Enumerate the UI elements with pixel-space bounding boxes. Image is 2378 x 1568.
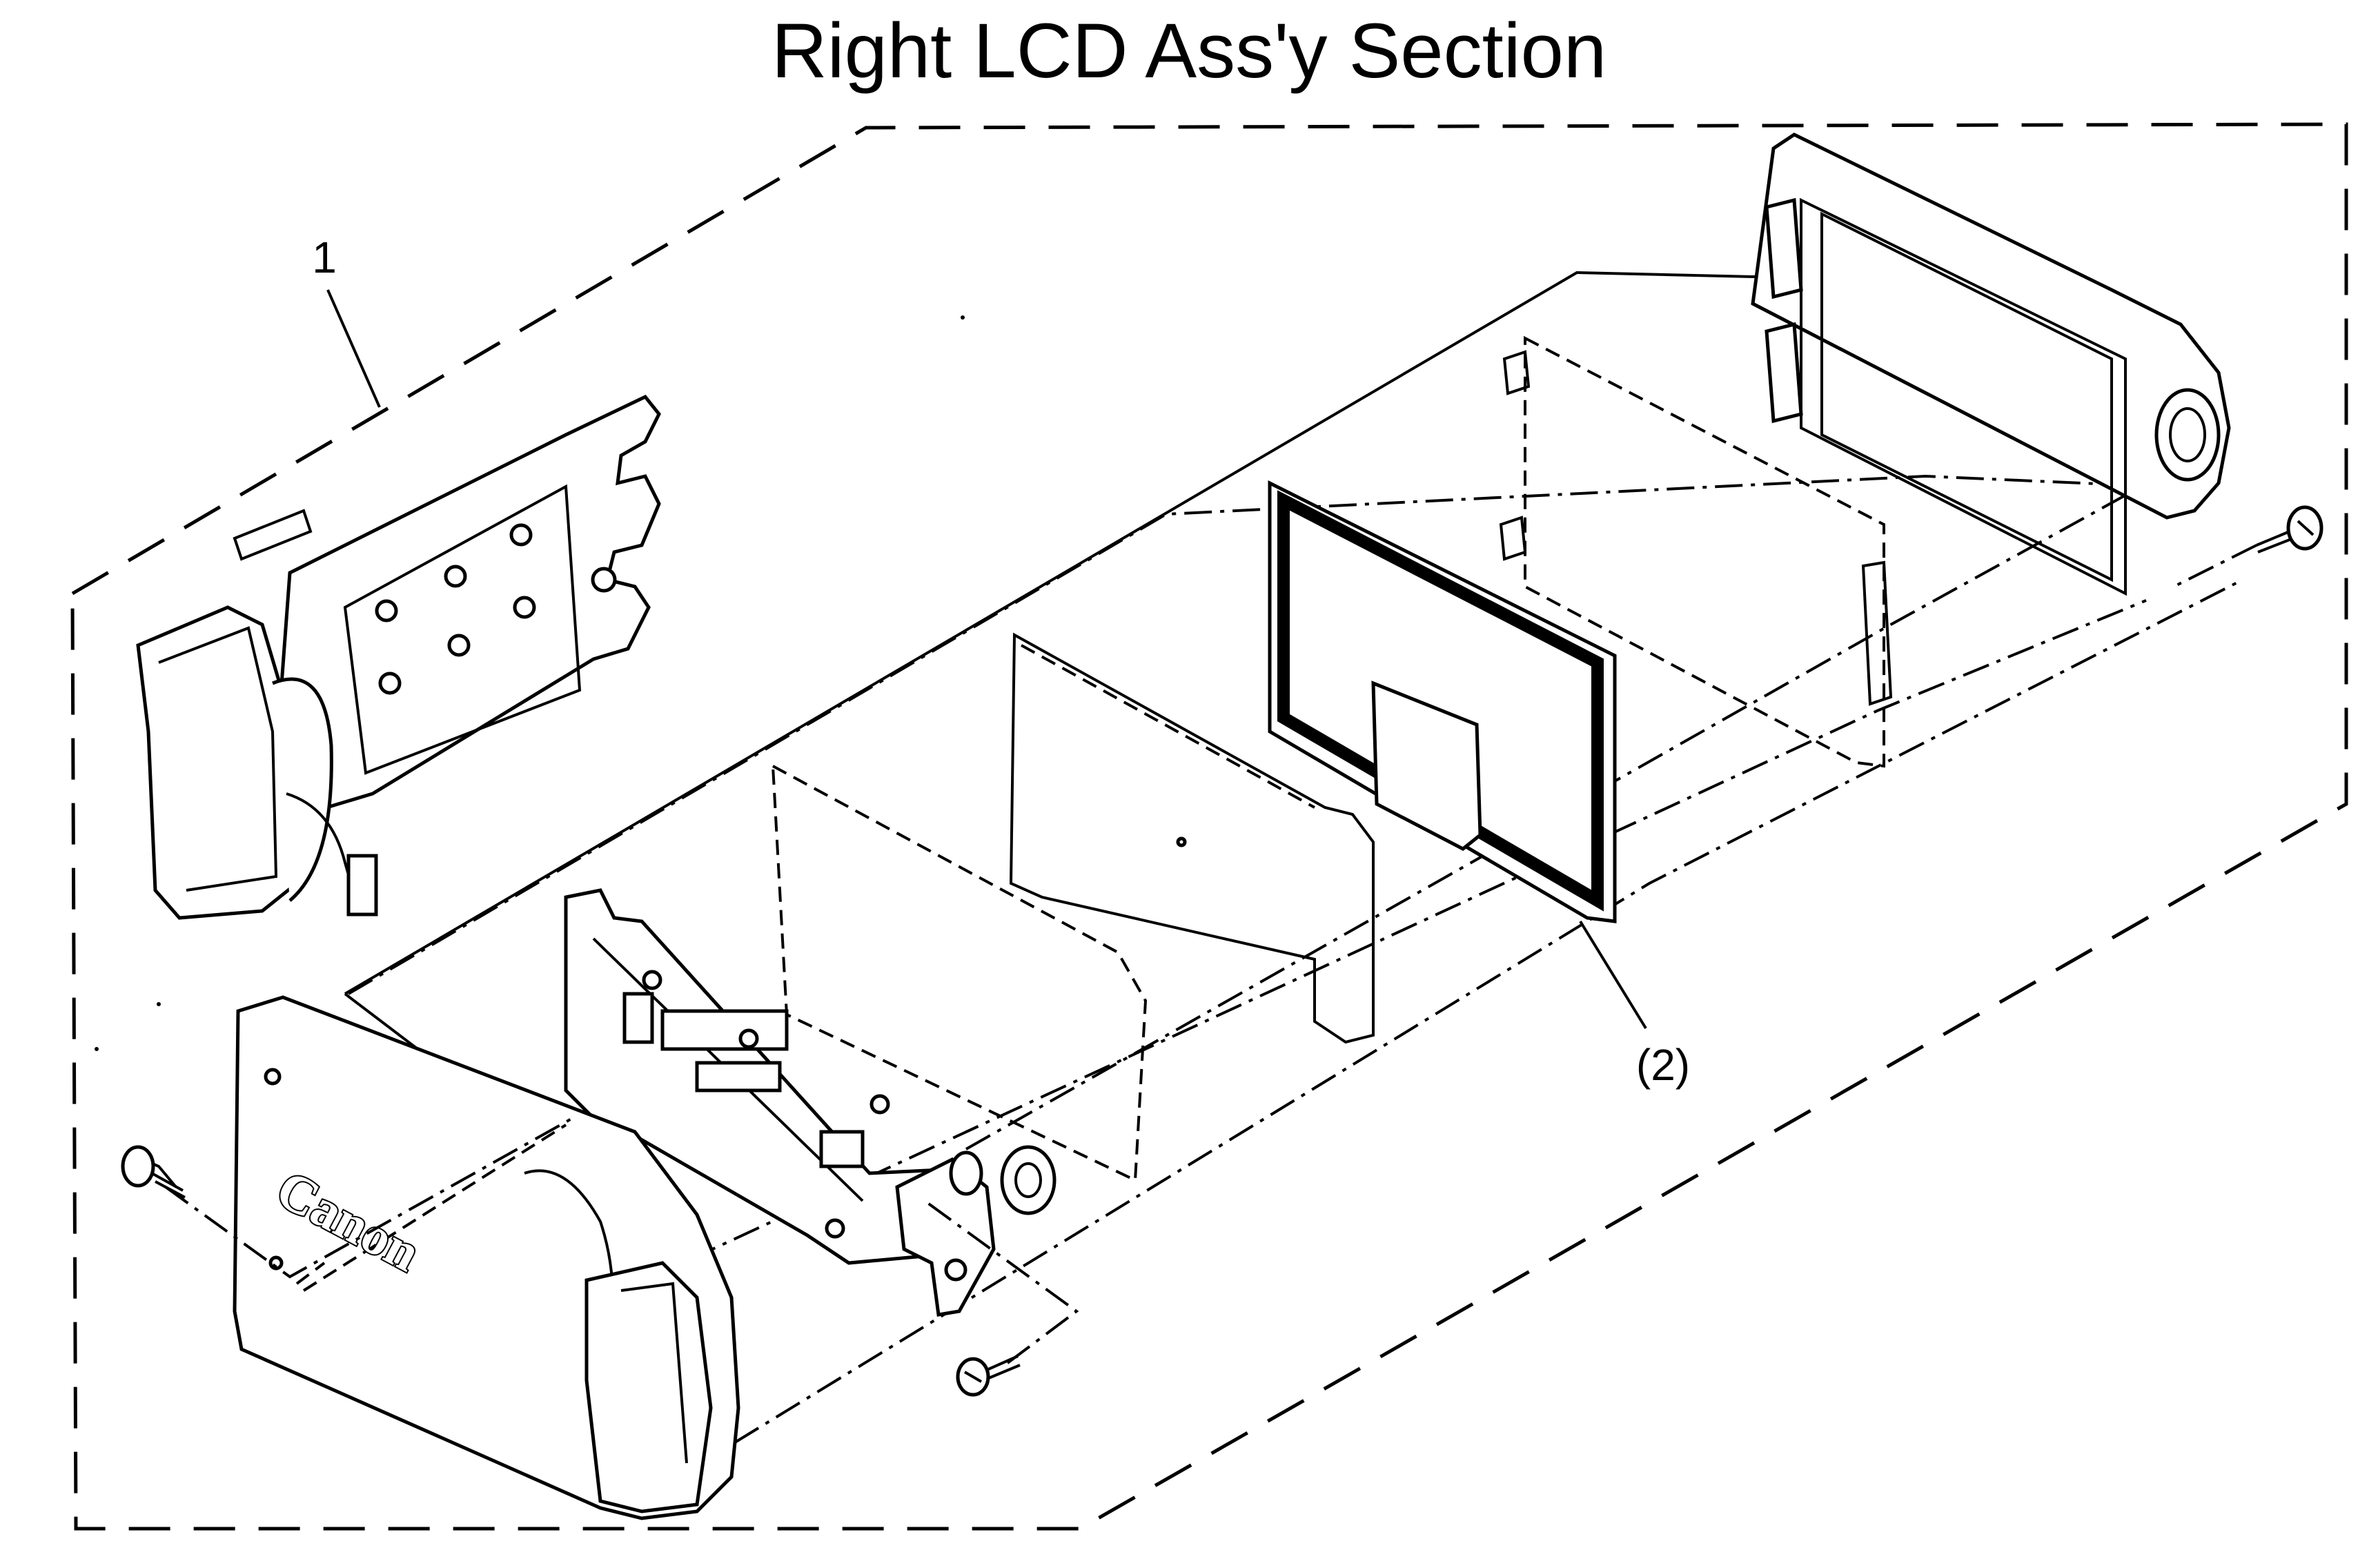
stray-mark	[157, 1002, 161, 1006]
part-1-leader	[326, 289, 381, 408]
screw-left	[121, 1145, 186, 1199]
part-2-leader	[1579, 920, 1647, 1030]
mounting-bracket	[895, 1150, 996, 1317]
hinge-assembly	[136, 394, 661, 920]
lcd-holder-frame	[1499, 335, 1893, 768]
stray-mark	[95, 1047, 99, 1051]
assembly-axis-1	[347, 474, 2161, 995]
lcd-panel	[1268, 480, 1617, 923]
hinge-spacer	[1000, 1145, 1057, 1215]
part-1-callout: 1	[312, 233, 337, 282]
shield-plate-rear	[771, 763, 1148, 1183]
assembly-axis-2	[689, 599, 2147, 1261]
screw-axis-left	[164, 1117, 573, 1279]
assembly-axis-3	[965, 475, 2161, 1150]
assembly-axis-4	[734, 578, 2243, 1444]
diagram-title: Right LCD Ass'y Section	[772, 8, 1606, 94]
screw-axis-right	[2173, 544, 2257, 588]
screw-right	[2256, 505, 2323, 553]
front-cabinet	[233, 995, 740, 1520]
stray-mark	[961, 315, 965, 320]
assembly-boundary	[70, 122, 2348, 1531]
insulating-sheet	[1009, 632, 1375, 1044]
rear-cabinet	[1751, 133, 2231, 596]
circuit-board	[564, 888, 947, 1265]
part-2-callout: (2)	[1636, 1040, 1690, 1090]
screw-axis-bottom	[923, 1199, 1079, 1364]
screw-bottom	[956, 1355, 1021, 1397]
